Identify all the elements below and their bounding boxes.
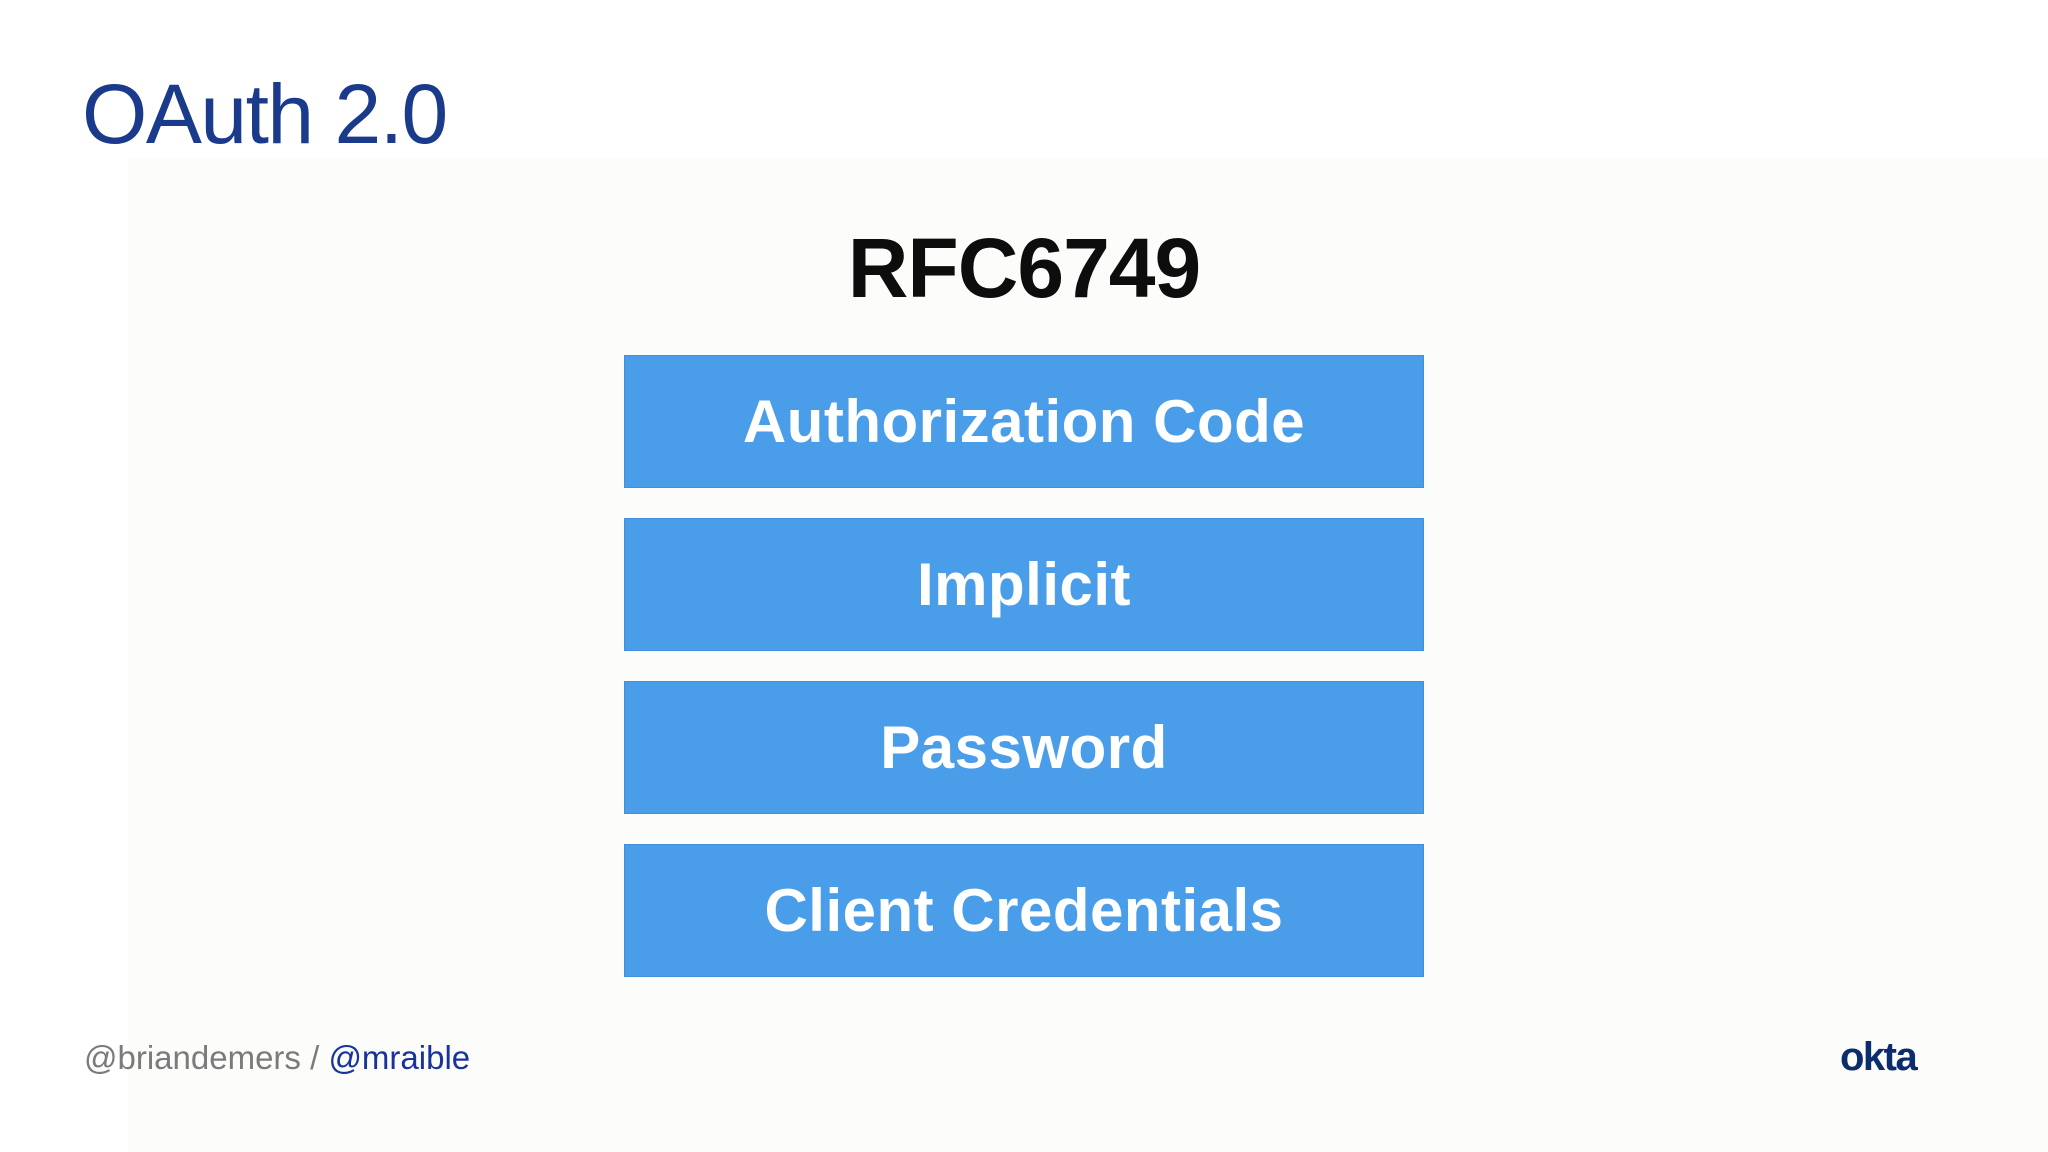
grant-type-stack: Authorization Code Implicit Password Cli…: [624, 355, 1424, 1007]
grant-type-label: Client Credentials: [764, 877, 1284, 944]
grant-type-bar-password: Password: [624, 681, 1424, 814]
grant-type-label: Password: [880, 714, 1168, 781]
grant-type-label: Implicit: [916, 551, 1132, 618]
content-backdrop: [128, 158, 2048, 1152]
grant-type-label: Authorization Code: [742, 388, 1306, 455]
footer-handles: @briandemers / @mraible: [84, 1041, 470, 1074]
author-handle-secondary: @mraible: [328, 1039, 471, 1076]
author-handle-primary: @briandemers: [84, 1039, 301, 1076]
rfc-heading: RFC6749: [847, 221, 1202, 315]
handle-separator: /: [300, 1039, 329, 1076]
okta-logo: okta: [1840, 1035, 1918, 1079]
grant-type-bar-implicit: Implicit: [624, 518, 1424, 651]
grant-type-bar-authorization-code: Authorization Code: [624, 355, 1424, 488]
slide-title: OAuth 2.0: [82, 67, 448, 161]
grant-type-bar-client-credentials: Client Credentials: [624, 844, 1424, 977]
